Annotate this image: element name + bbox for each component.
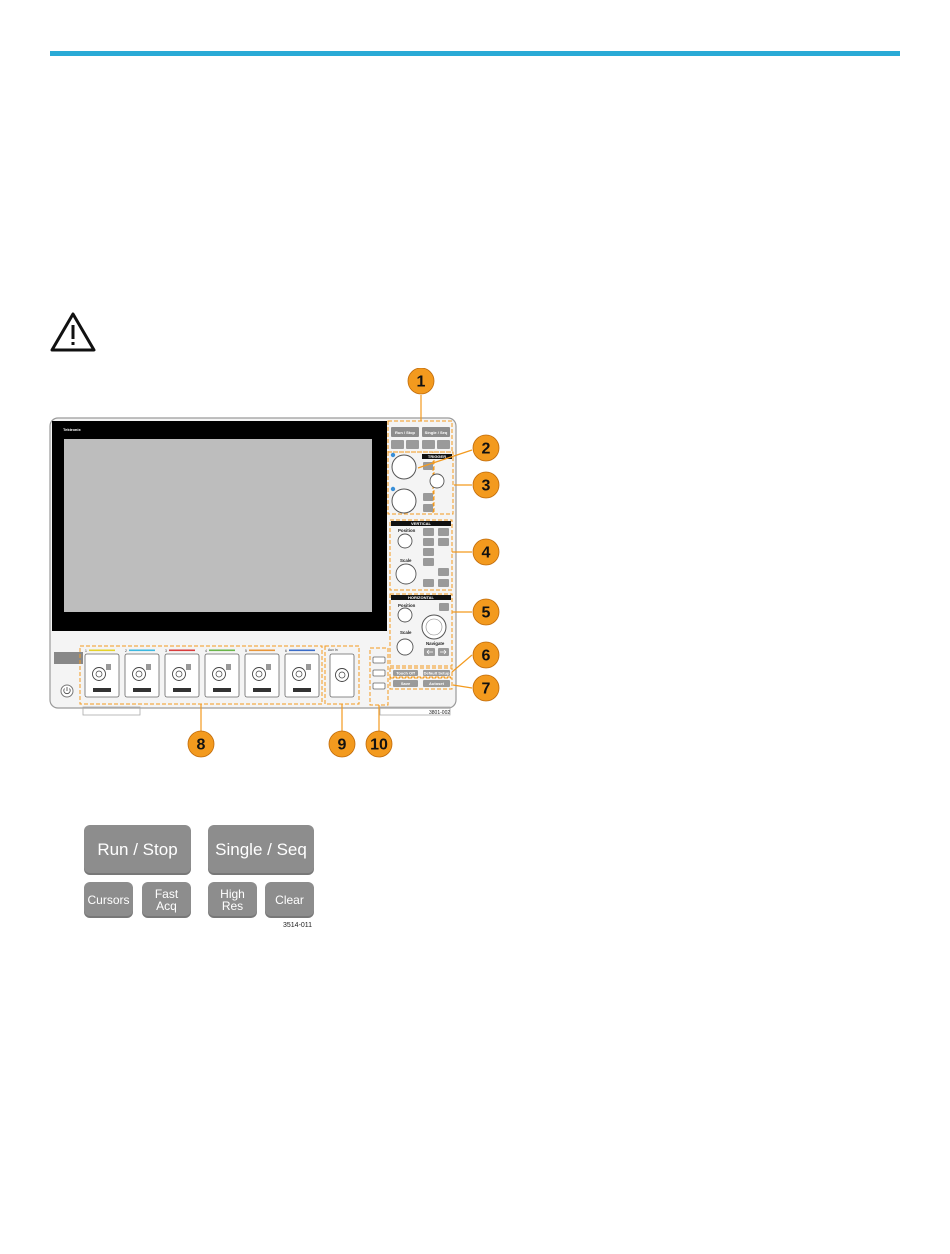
channel-input-4: 4 <box>205 649 239 697</box>
channel-input-2: 2 <box>125 649 159 697</box>
run-stop-button[interactable]: Run / Stop <box>84 825 191 875</box>
callout-number: 2 <box>482 441 491 458</box>
vertical-scale-knob <box>396 564 416 584</box>
bnc-connector <box>253 668 266 681</box>
bnc-connector <box>293 668 306 681</box>
callout-4: 4 <box>473 539 499 565</box>
callout-number: 6 <box>482 648 491 665</box>
channel-number: 5 <box>245 649 247 653</box>
channel-number: 1 <box>85 649 87 653</box>
channel-number: 4 <box>205 649 207 653</box>
channel-input-6: 6 <box>285 649 319 697</box>
channel-number: 3 <box>165 649 167 653</box>
channel-color-bar <box>289 650 315 652</box>
svg-text:Scale: Scale <box>400 630 412 635</box>
svg-text:Navigate: Navigate <box>426 641 445 646</box>
svg-text:Save: Save <box>401 681 411 686</box>
knob-b <box>392 489 416 513</box>
svg-text:Touch Off: Touch Off <box>396 671 415 676</box>
channel-number: 6 <box>285 649 287 653</box>
callout-2: 2 <box>473 435 499 461</box>
callout-5: 5 <box>473 599 499 625</box>
acquisition-buttons-panel: Run / Stop Single / Seq Cursors Fast Acq… <box>84 823 324 938</box>
svg-text:TRIGGER: TRIGGER <box>428 454 446 459</box>
horizontal-scale-knob <box>397 639 413 655</box>
usb-port <box>373 657 385 663</box>
usb-port <box>373 683 385 689</box>
usb-port <box>373 670 385 676</box>
probe-interface-pins <box>93 688 111 692</box>
zoom-pan-knob <box>422 615 446 639</box>
svg-text:Run / Stop: Run / Stop <box>395 430 416 435</box>
channel-color-bar <box>89 650 115 652</box>
callout-3: 3 <box>473 472 499 498</box>
brand-logo: Tektronix <box>63 427 81 432</box>
callout-number: 7 <box>482 681 491 698</box>
channel-number: 2 <box>125 649 127 653</box>
callout-9: 9 <box>329 731 355 757</box>
aux-in-label: Aux In <box>328 648 338 652</box>
callout-8: 8 <box>188 731 214 757</box>
trigger-level-knob <box>430 474 444 488</box>
vertical-position-knob <box>398 534 412 548</box>
callout-1: 1 <box>408 368 434 394</box>
horizontal-position-knob <box>398 608 412 622</box>
probe-interface-pins <box>133 688 151 692</box>
callout-number: 3 <box>482 478 491 495</box>
oscilloscope-front-panel-figure: Tektronix 1 2 3 4 5 6 Run / Stop Single / Seq <box>48 368 528 760</box>
knob-a <box>392 455 416 479</box>
probe-interface-pins <box>293 688 311 692</box>
display-screen <box>64 439 372 612</box>
channel-input-3: 3 <box>165 649 199 697</box>
top-rule <box>50 51 900 56</box>
probe-interface-pins <box>213 688 231 692</box>
bnc-connector <box>173 668 186 681</box>
svg-text:Position: Position <box>398 528 416 533</box>
callout-number: 9 <box>338 737 347 754</box>
warning-icon <box>50 312 96 352</box>
figure-id: 3801-002 <box>429 710 450 716</box>
callout-10: 10 <box>366 731 392 757</box>
bnc-connector <box>133 668 146 681</box>
svg-text:Default Setup: Default Setup <box>424 671 450 676</box>
high-res-button[interactable]: High Res <box>208 882 257 918</box>
probe-interface-pins <box>173 688 191 692</box>
channel-color-bar <box>249 650 275 652</box>
probe-interface-pins <box>253 688 271 692</box>
cursors-button[interactable]: Cursors <box>84 882 133 918</box>
svg-text:VERTICAL: VERTICAL <box>411 521 432 526</box>
svg-text:Single / Seq: Single / Seq <box>425 430 448 435</box>
svg-text:HORIZONTAL: HORIZONTAL <box>408 595 434 600</box>
figure-id-2: 3514-011 <box>283 922 312 929</box>
probe-label-sticker <box>54 652 83 664</box>
svg-text:Autoset: Autoset <box>429 681 445 686</box>
svg-text:Position: Position <box>398 603 416 608</box>
bnc-connector <box>93 668 106 681</box>
channel-input-1: 1 <box>85 649 119 697</box>
single-seq-button[interactable]: Single / Seq <box>208 825 314 875</box>
callout-6: 6 <box>473 642 499 668</box>
channel-input-5: 5 <box>245 649 279 697</box>
fast-acq-button[interactable]: Fast Acq <box>142 882 191 918</box>
bnc-connector <box>213 668 226 681</box>
callout-7: 7 <box>473 675 499 701</box>
callout-number: 8 <box>197 737 206 754</box>
channel-color-bar <box>209 650 235 652</box>
callout-number: 5 <box>482 605 491 622</box>
callout-number: 1 <box>417 374 426 391</box>
svg-text:Scale: Scale <box>400 558 412 563</box>
callout-number: 10 <box>370 737 388 754</box>
clear-button[interactable]: Clear <box>265 882 314 918</box>
channel-color-bar <box>169 650 195 652</box>
channel-color-bar <box>129 650 155 652</box>
callout-number: 4 <box>482 545 491 562</box>
